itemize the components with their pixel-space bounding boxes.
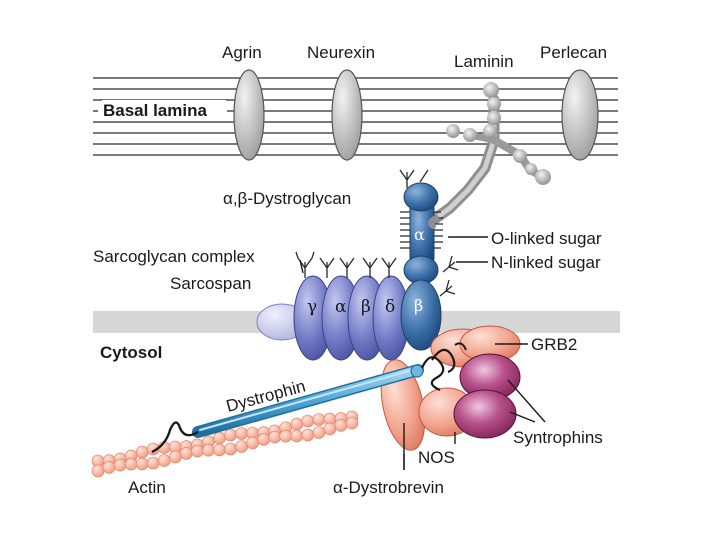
actin-monomer: [135, 445, 149, 459]
dystroglycan-label: α,β-Dystroglycan: [223, 189, 351, 208]
actin-monomer: [279, 429, 293, 443]
actin-monomer: [113, 458, 127, 472]
gamma-label: γ: [307, 297, 317, 317]
actin-monomer: [301, 428, 315, 442]
actin-monomer: [290, 417, 304, 431]
grb2-label: GRB2: [531, 335, 577, 354]
agrin-label: Agrin: [222, 43, 262, 62]
n-linked-sugar-label: N-linked sugar: [491, 253, 601, 272]
actin-monomer: [135, 457, 149, 471]
actin-monomer: [102, 461, 116, 474]
basal-lamina-label: Basal lamina: [103, 101, 207, 120]
actin-monomer: [158, 454, 171, 467]
actin-monomer: [323, 422, 337, 436]
alpha-dystroglycan-head: [403, 182, 439, 212]
actin-monomer: [257, 433, 271, 446]
actin-label: Actin: [128, 478, 166, 497]
actin-monomer: [124, 457, 138, 471]
dystroglycan: α β: [400, 182, 442, 351]
laminin-hook: [428, 215, 439, 229]
dystrophin-c-terminal-coil: [420, 348, 456, 392]
sarcoglycan-complex-label: Sarcoglycan complex: [93, 247, 255, 266]
actin-monomer: [235, 440, 248, 453]
sarcospan-label: Sarcospan: [170, 274, 251, 293]
syntrophin-lower: [453, 389, 517, 439]
actin-monomer: [235, 427, 248, 440]
laminin-label: Laminin: [454, 52, 514, 71]
alpha-sg-label: α: [335, 297, 347, 317]
alpha-dystrobrevin-label: α-Dystrobrevin: [333, 478, 444, 497]
actin-monomer: [213, 431, 226, 445]
actin-monomer: [180, 447, 193, 460]
actin-monomer: [169, 450, 182, 464]
perlecan-label: Perlecan: [540, 43, 607, 62]
actin-filament: [91, 410, 359, 478]
dystrophin: [151, 342, 467, 454]
nos-label: NOS: [418, 448, 455, 467]
laminin-protein: [430, 82, 551, 224]
dystrophin-n-terminal-tail: [151, 421, 199, 454]
cytosol-label: Cytosol: [100, 343, 162, 362]
neurexin-label: Neurexin: [307, 43, 375, 62]
actin-monomer: [146, 456, 160, 470]
o-linked-sugar-label: O-linked sugar: [491, 229, 602, 248]
actin-monomer: [213, 443, 226, 457]
actin-monomer: [312, 426, 326, 439]
actin-monomer: [290, 429, 304, 443]
actin-monomer: [224, 428, 237, 442]
actin-monomer: [191, 444, 204, 458]
actin-monomer: [91, 464, 105, 478]
beta-dg-label: β: [414, 296, 423, 315]
actin-monomer: [301, 414, 315, 428]
beta-sg-label: β: [361, 297, 371, 317]
actin-monomer: [224, 442, 237, 456]
agrin-protein: [233, 69, 265, 161]
actin-monomer: [246, 436, 259, 450]
beta-dystroglycan: [400, 279, 442, 351]
sarcoglycan-complex: γ α β δ: [293, 275, 410, 361]
perlecan-protein: [561, 69, 599, 161]
actin-monomer: [202, 443, 215, 457]
actin-monomer: [268, 430, 282, 444]
leader-lines: [299, 236, 546, 470]
n-linked-glycans: [295, 169, 459, 297]
actin-monomer: [312, 413, 326, 426]
neurexin-protein: [331, 69, 363, 161]
delta-sg-label: δ: [385, 297, 395, 317]
syntrophins-label: Syntrophins: [513, 428, 603, 447]
actin-monomer: [334, 419, 348, 432]
basal-lamina-label-bg: [102, 100, 226, 120]
actin-monomer: [345, 416, 359, 430]
alpha-dg-label: α: [414, 225, 425, 244]
